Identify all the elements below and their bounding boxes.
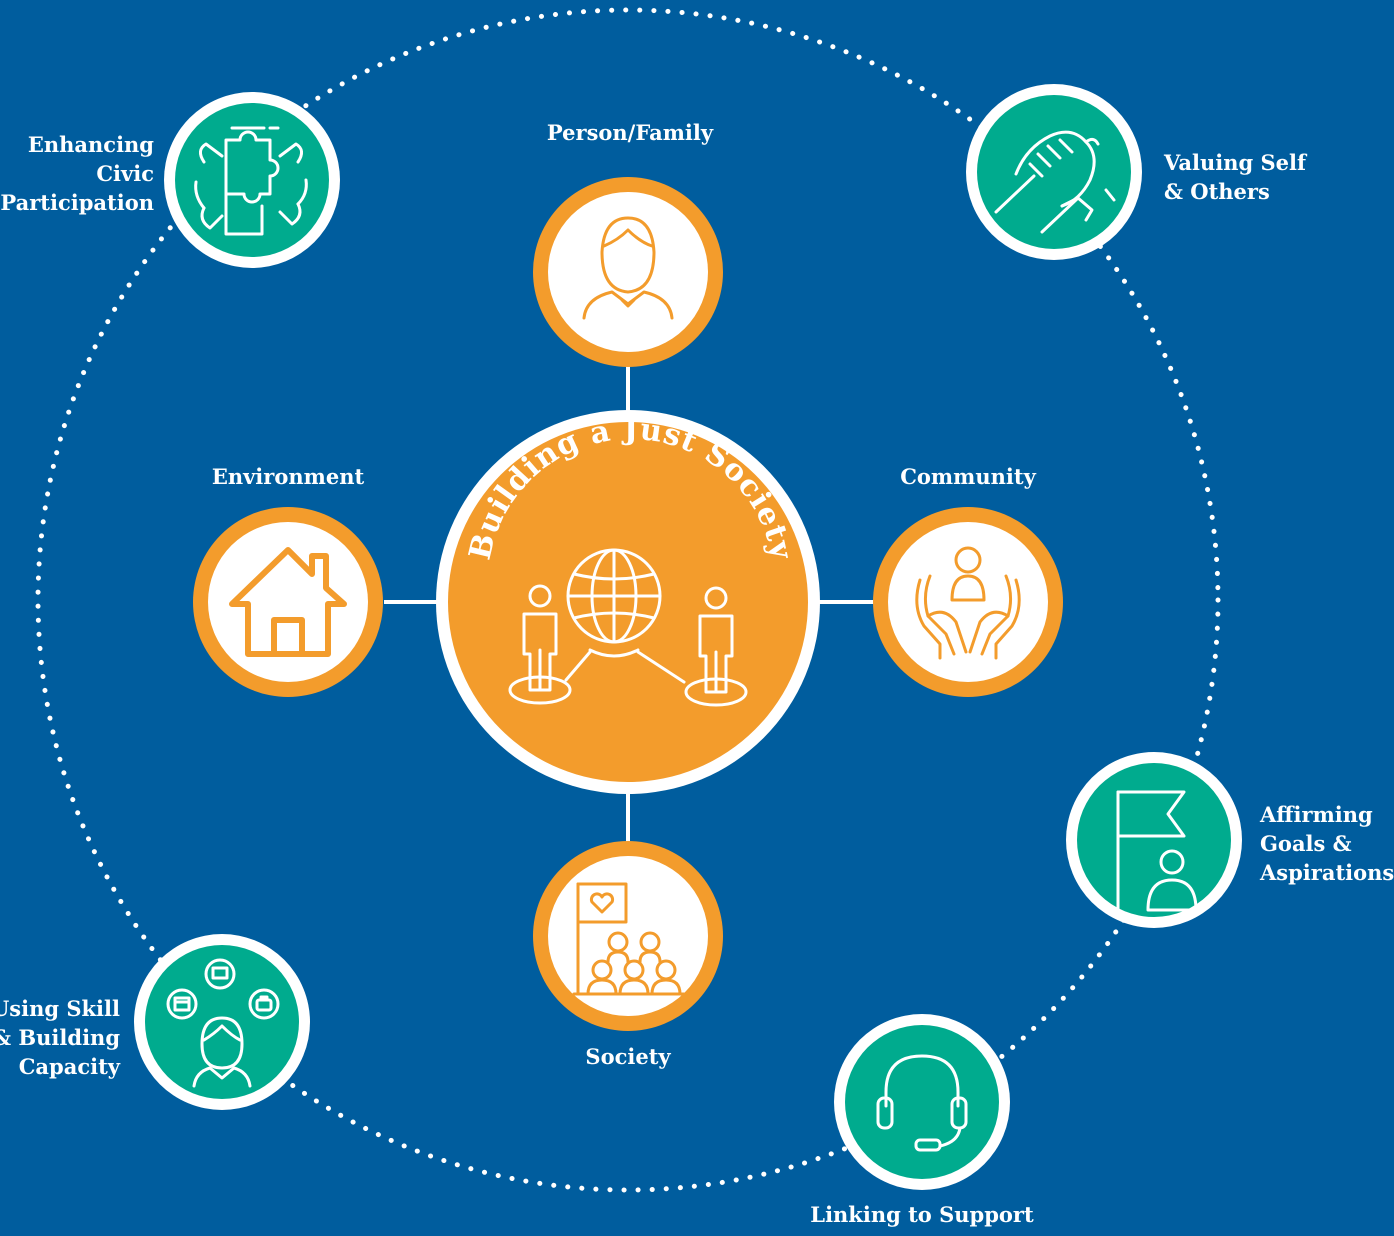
label-environment: Environment — [211, 464, 365, 489]
society-node — [533, 841, 723, 1031]
using-skill-node — [134, 934, 310, 1110]
label-person-family: Person/Family — [546, 120, 714, 145]
label-society: Society — [585, 1044, 671, 1069]
label-community: Community — [900, 464, 1036, 489]
environment-node — [193, 507, 383, 697]
center-node: Building a Just Society — [436, 410, 820, 794]
connectors — [384, 362, 874, 846]
crowd-with-heart-flag-icon — [572, 882, 686, 996]
handshake-icon — [994, 130, 1116, 234]
flag-person-icon — [1116, 790, 1198, 914]
house-icon — [229, 547, 347, 657]
enhancing-civic-participation-node — [164, 92, 340, 268]
label-affirming-goals: Affirming Goals & Aspirations — [1260, 802, 1394, 885]
label-enhancing-civic-participation: Enhancing Civic Participation — [0, 132, 154, 215]
person-with-skills-icon — [166, 958, 280, 1088]
puzzle-hands-icon — [194, 126, 308, 236]
globe-with-people-icon — [508, 548, 748, 707]
hands-holding-person-icon — [915, 546, 1021, 660]
outer-dotted-ring — [35, 7, 1221, 1193]
person-family-node — [533, 177, 723, 367]
affirming-goals-node — [1066, 752, 1242, 928]
person-icon — [582, 216, 674, 320]
label-linking-to-support: Linking to Support — [810, 1202, 1034, 1227]
headset-icon — [876, 1054, 968, 1152]
linking-to-support-node — [834, 1014, 1010, 1190]
label-valuing-self-others: Valuing Self & Others — [1164, 150, 1306, 204]
label-using-skill: Using Skill & Building Capacity — [0, 996, 120, 1079]
community-node — [873, 507, 1063, 697]
valuing-self-others-node — [966, 84, 1142, 260]
